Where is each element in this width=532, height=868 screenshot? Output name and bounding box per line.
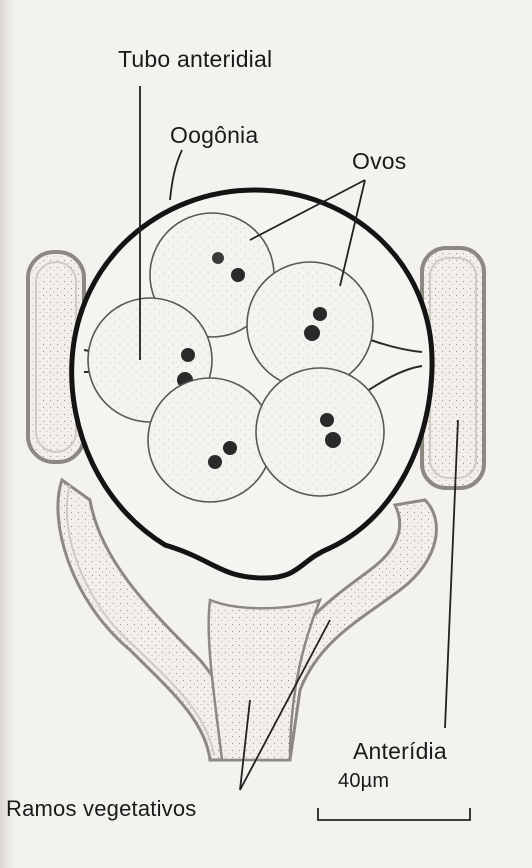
egg-bottom-right [256, 368, 384, 496]
scale-bar [318, 808, 470, 820]
label-scale: 40µm [338, 770, 389, 793]
label-anteridia: Anterídia [353, 738, 447, 765]
egg-bottom-left [148, 378, 272, 502]
label-oogonia: Oogônia [170, 122, 258, 149]
label-ovos: Ovos [352, 148, 406, 175]
label-tubo-anteridial: Tubo anteridial [118, 46, 272, 73]
label-ramos-vegetativos: Ramos vegetativos [6, 796, 197, 822]
